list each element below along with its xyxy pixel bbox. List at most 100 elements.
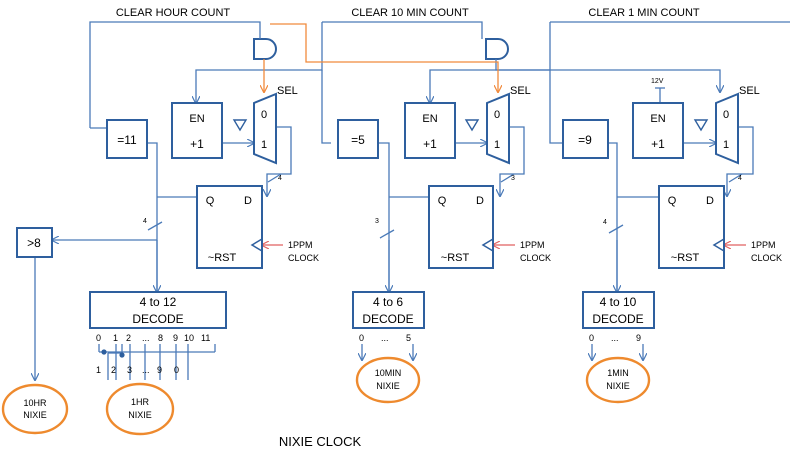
10min-plus-one-label: +1 (423, 137, 437, 151)
10min-bus-width: 3 (375, 218, 379, 225)
hour-junction-dot-2 (119, 352, 125, 358)
10min-mux-1: 1 (494, 139, 500, 151)
wire-1min-mux-to-d (727, 126, 754, 196)
hour-in-dots: ... (142, 365, 150, 375)
1min-bus-width: 4 (603, 219, 607, 226)
hour-q-width: 4 (278, 175, 282, 182)
hour-rst-label: ~RST (208, 252, 237, 264)
10min-sel-label: SEL (510, 85, 531, 97)
hour-bus-width: 4 (143, 218, 147, 225)
1min-mux (715, 92, 739, 165)
compare-9-box (562, 119, 609, 159)
10min-d-label: D (476, 195, 484, 207)
10min-incrementer-box (404, 102, 456, 159)
clear-hour-count-label: CLEAR HOUR COUNT (116, 7, 231, 19)
hour-register (196, 185, 263, 269)
compare-9-label: =9 (578, 133, 592, 147)
nixie-1min-line2: NIXIE (606, 381, 630, 391)
1min-out-0: 0 (589, 333, 594, 343)
bus-slash-10min-q (500, 173, 515, 183)
bus-slash-hour-q (267, 173, 282, 183)
hour-nixie-inputs: 1 2 3 ... 9 0 (96, 365, 179, 375)
hour-en-label: EN (189, 113, 204, 125)
bus-slash-1min-q (728, 173, 743, 183)
hour-junction-dot-1 (101, 349, 107, 355)
hour-ground-icon (232, 119, 248, 132)
10min-ground-icon (464, 119, 480, 132)
hour-out-0: 0 (96, 333, 101, 343)
hour-q-label: Q (206, 195, 215, 207)
10min-decoder (352, 291, 425, 329)
hour-mux-1: 1 (261, 139, 267, 151)
hour-out-10: 10 (184, 333, 194, 343)
hour-out-9: 9 (173, 333, 178, 343)
1min-q-label: Q (668, 195, 677, 207)
and-gate-10min (485, 38, 509, 60)
wire-hour-mux-to-d (267, 126, 292, 196)
10min-out-dots: ... (381, 333, 389, 343)
wire-compare-hour-to-and (89, 21, 261, 128)
wire-1min-compare (549, 70, 563, 144)
wire-10min-compare (321, 70, 331, 144)
hour-decoder-label: DECODE (132, 312, 183, 326)
clear-1-min-count-label: CLEAR 1 MIN COUNT (588, 7, 700, 19)
1min-sel-label: SEL (739, 85, 760, 97)
1min-out-dots: ... (611, 333, 619, 343)
hour-mux (253, 92, 277, 165)
hour-decoder-title: 4 to 12 (140, 295, 177, 309)
nixie-1hr (105, 382, 175, 436)
1min-ground-icon (693, 119, 709, 132)
hour-in-9: 9 (157, 365, 162, 375)
1min-clock-bottom: CLOCK (751, 253, 782, 263)
hour-clock-top: 1PPM (288, 240, 313, 250)
wire-10min-mux-to-d (500, 126, 525, 196)
nixie-1hr-line2: NIXIE (128, 410, 152, 420)
hour-in-2: 2 (111, 365, 116, 375)
1min-plus-one-label: +1 (651, 137, 665, 151)
hour-decoder (89, 291, 227, 329)
1min-decoder-title: 4 to 10 (600, 295, 637, 309)
hour-out-8: 8 (158, 333, 163, 343)
wire-1min-bus (608, 142, 618, 294)
hour-sel-label: SEL (277, 85, 298, 97)
nixie-1hr-line1: 1HR (131, 397, 150, 407)
10min-register (428, 185, 494, 269)
compare-11-box (106, 119, 148, 159)
bus-slash-10min (379, 229, 395, 239)
hour-in-0: 0 (174, 365, 179, 375)
hour-clock-icon (250, 238, 263, 252)
wire-10min-sel (270, 23, 498, 92)
1min-mux-1: 1 (723, 139, 729, 151)
hour-mux-0: 0 (261, 109, 267, 121)
nixie-10min-line2: NIXIE (376, 381, 400, 391)
1min-decoder-outputs: 0 ... 9 (589, 333, 641, 343)
nixie-10min-line1: 10MIN (375, 368, 402, 378)
10min-en-label: EN (422, 113, 437, 125)
1min-en-label: EN (650, 113, 665, 125)
10min-decoder-outputs: 0 ... 5 (359, 333, 411, 343)
nixie-10hr-line1: 10HR (23, 398, 47, 408)
10min-clock-icon (481, 238, 494, 252)
hour-out-11: 11 (201, 333, 210, 343)
compare-5-box (337, 119, 379, 159)
wire-hour-en (196, 22, 323, 103)
1min-incrementer-box (632, 102, 684, 159)
wire-10min-en (430, 22, 551, 103)
bus-slash-hour (147, 221, 163, 231)
hour-decoder-fanout (98, 344, 216, 380)
wire-1min-sel (495, 59, 720, 92)
1min-out-9: 9 (636, 333, 641, 343)
10min-decoder-label: DECODE (362, 312, 413, 326)
hour-incrementer-box (171, 102, 223, 159)
10min-out-5: 5 (406, 333, 411, 343)
greater-than-8-label: >8 (27, 236, 41, 250)
hour-plus-one-label: +1 (190, 137, 204, 151)
hour-d-label: D (244, 195, 252, 207)
1min-decoder-label: DECODE (592, 312, 643, 326)
1min-clock-top: 1PPM (751, 240, 776, 250)
10min-out-0: 0 (359, 333, 364, 343)
1min-q-width: 4 (738, 175, 742, 182)
clear-10-min-count-label: CLEAR 10 MIN COUNT (351, 7, 469, 19)
nixie-1min (585, 356, 651, 404)
